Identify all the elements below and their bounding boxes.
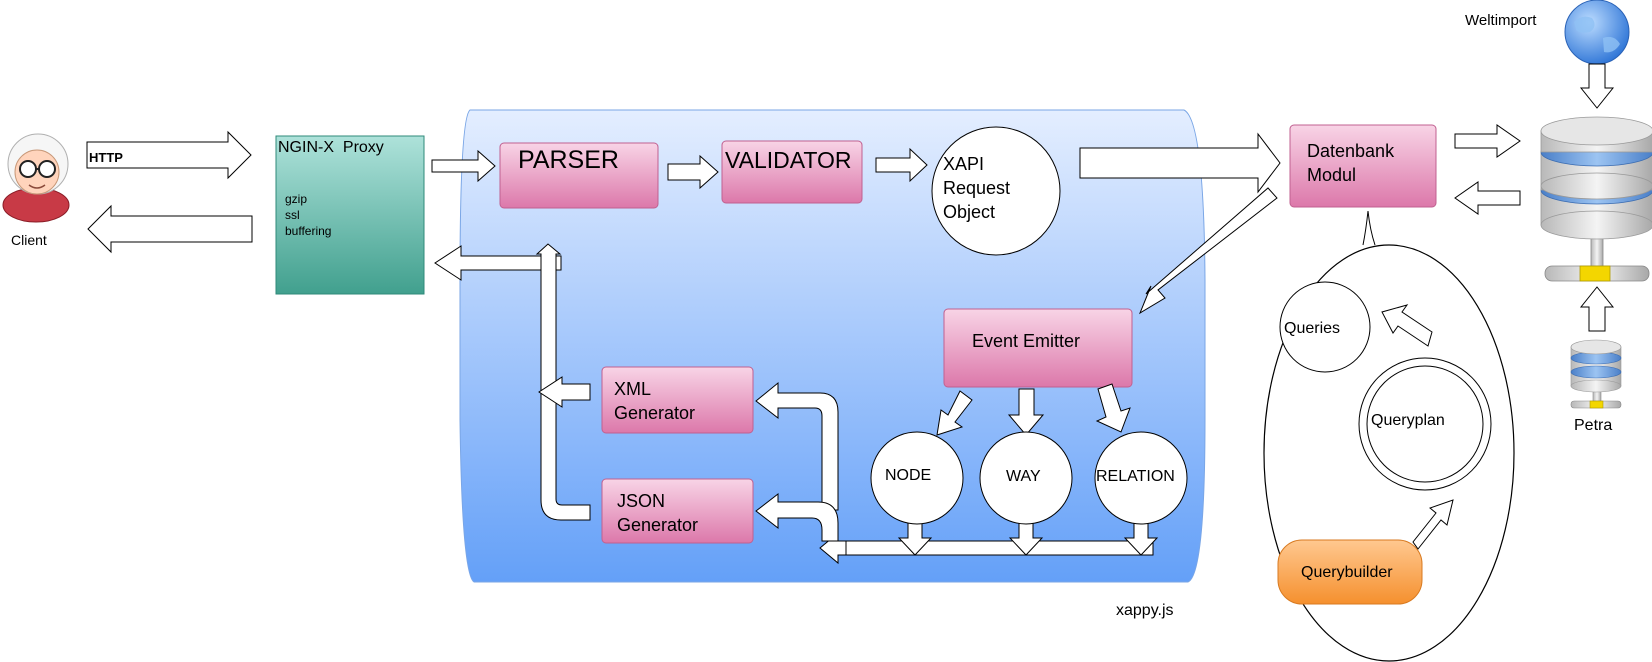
request-object-line-1: XAPI <box>943 154 984 174</box>
relation-label: RELATION <box>1096 468 1175 485</box>
request-object-line-3: Object <box>943 202 995 222</box>
nginx-proxy-box <box>275 135 425 295</box>
request-object-circle <box>931 126 1061 256</box>
queryplan-to-queries-arrow <box>1381 304 1433 347</box>
globe-icon <box>1564 0 1630 65</box>
proxy-feature-gzip: gzip <box>285 192 307 206</box>
database-module-line-1: Datenbank <box>1307 141 1395 161</box>
request-to-database-arrow <box>1079 132 1281 194</box>
node-down-arrow <box>897 521 933 556</box>
database-module-callout <box>1362 210 1376 246</box>
parser-label: PARSER <box>518 146 619 174</box>
parser-to-validator-arrow <box>667 154 719 190</box>
event-emitter-box <box>943 308 1133 388</box>
xml-to-return-arrow <box>538 376 591 408</box>
proxy-feature-ssl: ssl <box>285 208 300 222</box>
queries-circle <box>1279 281 1371 373</box>
petra-database-icon <box>1570 339 1622 409</box>
http-label: HTTP <box>89 150 123 165</box>
xml-generator-box <box>601 366 754 434</box>
petra-to-storage-arrow <box>1579 286 1615 332</box>
collector-to-generators-arrow <box>819 531 847 565</box>
validator-box <box>721 140 863 204</box>
database-to-event-emitter-arrow <box>1138 187 1278 315</box>
validator-label: VALIDATOR <box>725 147 852 173</box>
queryplan-inner-circle <box>1366 365 1484 483</box>
proxy-to-parser-arrow <box>431 149 496 183</box>
emitter-to-node-arrow <box>936 390 973 436</box>
xml-generator-line-2: Generator <box>614 403 695 423</box>
route-to-json-generator <box>755 492 839 542</box>
querybuilder-label: Querybuilder <box>1301 564 1393 581</box>
queryplan-label: Queryplan <box>1371 412 1445 429</box>
event-emitter-label: Event Emitter <box>972 331 1080 351</box>
module-to-storage-arrow <box>1454 124 1521 158</box>
client-avatar-icon <box>2 133 70 223</box>
querybuilder-to-queryplan-arrow <box>1412 499 1454 550</box>
json-generator-line-2: Generator <box>617 515 698 535</box>
json-generator-box <box>601 478 754 544</box>
emitter-to-way-arrow <box>1007 388 1045 436</box>
output-collector-bar <box>837 540 1154 556</box>
node-circle <box>870 431 964 525</box>
node-label: NODE <box>885 467 931 484</box>
route-to-xml-generator <box>755 381 839 511</box>
emitter-to-relation-arrow <box>1095 383 1131 433</box>
proxy-title: NGIN-X Proxy <box>278 139 384 156</box>
way-circle <box>979 431 1073 525</box>
http-request-arrow <box>86 130 252 180</box>
xappy-label: xappy.js <box>1116 602 1174 619</box>
queries-label: Queries <box>1284 320 1340 337</box>
parser-box <box>499 142 659 209</box>
xml-generator-line-1: XML <box>614 379 651 399</box>
http-response-arrow <box>87 204 253 254</box>
relation-down-arrow <box>1123 521 1159 556</box>
way-label: WAY <box>1006 468 1041 485</box>
json-generator-line-1: JSON <box>617 491 665 511</box>
storage-to-module-arrow <box>1454 181 1521 215</box>
way-down-arrow <box>1008 521 1044 556</box>
proxy-feature-buffering: buffering <box>285 224 331 238</box>
storage-server-icon <box>1540 116 1652 282</box>
client-label: Client <box>11 232 47 248</box>
weltimport-label: Weltimport <box>1465 12 1537 29</box>
querybuilder-box <box>1277 539 1423 605</box>
weltimport-to-storage-arrow <box>1579 63 1615 109</box>
relation-circle <box>1094 431 1188 525</box>
request-object-line-2: Request <box>943 178 1010 198</box>
petra-label: Petra <box>1574 417 1612 434</box>
database-module-line-2: Modul <box>1307 165 1356 185</box>
database-module-box <box>1289 124 1437 208</box>
validator-to-request-arrow <box>875 147 928 183</box>
generator-return-channel <box>535 243 591 521</box>
